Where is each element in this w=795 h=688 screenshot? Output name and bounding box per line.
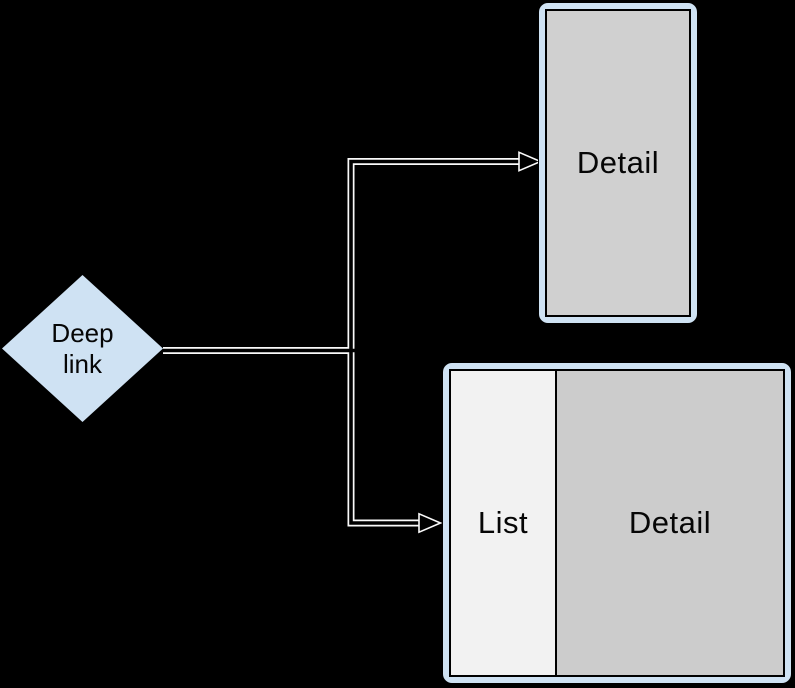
arrowhead-to-list-detail-icon <box>418 512 443 534</box>
list-detail-screen-body: List Detail <box>449 369 785 677</box>
arrowhead-to-detail-icon <box>518 151 543 172</box>
connector-cores <box>163 159 520 525</box>
detail-screen-panel: Detail <box>545 9 691 317</box>
connector-branch-core <box>349 159 520 525</box>
deep-link-label: Deep link <box>51 318 114 379</box>
detail-pane-label: Detail <box>628 505 712 540</box>
list-pane: List <box>451 371 557 675</box>
list-pane-label: List <box>477 505 529 540</box>
detail-pane: Detail <box>557 371 783 675</box>
detail-screen-label: Detail <box>576 145 660 180</box>
list-detail-screen-frame: List Detail <box>442 362 792 684</box>
detail-screen-frame: Detail <box>538 2 698 324</box>
